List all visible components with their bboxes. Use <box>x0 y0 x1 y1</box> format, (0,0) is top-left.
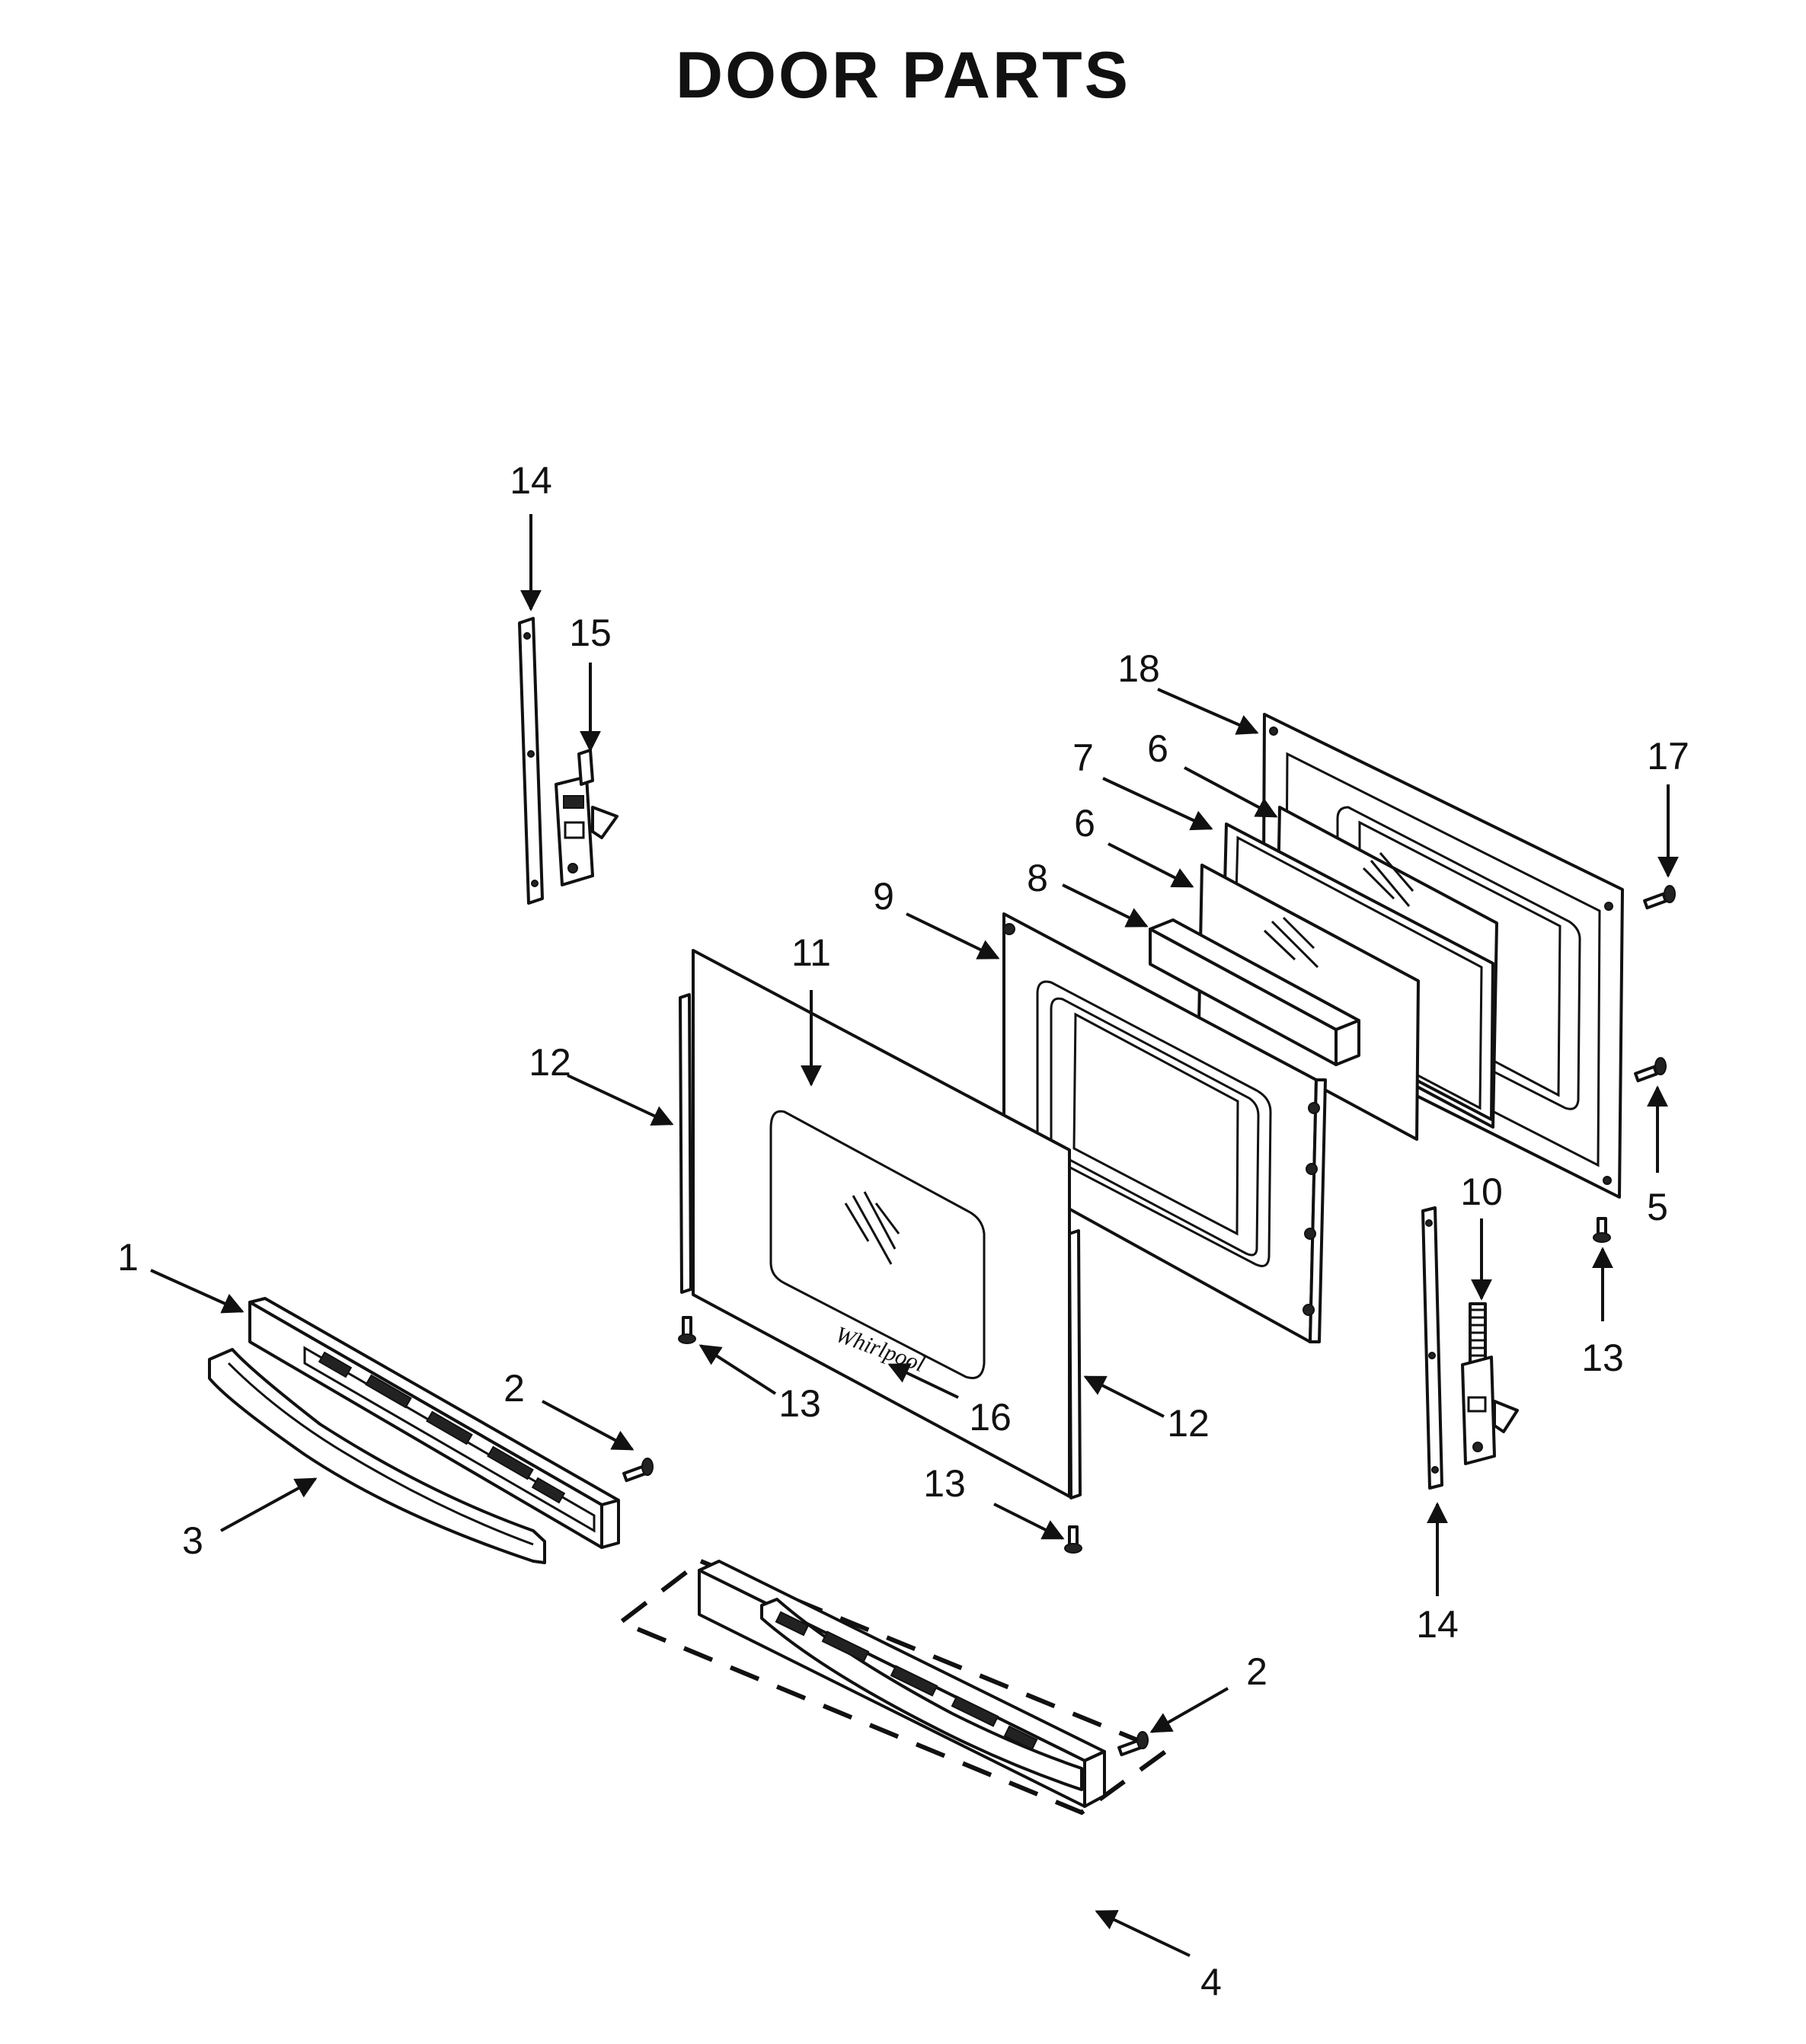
part-15-door-hinge-left <box>555 749 619 886</box>
callout-12-right: 12 <box>1167 1402 1210 1445</box>
callout-13-center: 13 <box>923 1462 966 1505</box>
callout-2-bottom: 2 <box>1246 1650 1267 1693</box>
callout-5: 5 <box>1647 1186 1668 1228</box>
callout-9: 9 <box>873 875 894 918</box>
part-2-screw-lower <box>1117 1731 1149 1757</box>
leader-arrow-4 <box>1095 1910 1191 1957</box>
leader-arrow-16 <box>887 1363 959 1399</box>
diagram-title: DOOR PARTS <box>676 39 1130 112</box>
part-13-screw-right <box>1593 1217 1611 1243</box>
callout-2-top: 2 <box>503 1367 525 1410</box>
part-5-screw <box>1634 1057 1667 1083</box>
callout-18: 18 <box>1117 647 1160 690</box>
part-3-door-handle <box>208 1348 546 1564</box>
part-11-outer-door-glass: Whirlpool <box>692 949 1071 1498</box>
callout-11: 11 <box>791 931 831 974</box>
leader-arrow-7 <box>1102 777 1213 831</box>
part-13-screw-left <box>678 1316 696 1344</box>
leader-arrow-13-left <box>698 1344 777 1395</box>
leader-arrow-12-right <box>1083 1375 1165 1418</box>
part-14-hinge-channel-right <box>1421 1206 1443 1490</box>
callout-3: 3 <box>182 1519 203 1562</box>
part-9-door-frame <box>1002 912 1327 1343</box>
part-17-screw <box>1643 885 1676 910</box>
callout-1: 1 <box>117 1236 139 1279</box>
leader-arrow-2-top <box>542 1400 634 1451</box>
leader-arrow-8 <box>1062 883 1149 928</box>
leader-arrow-6a <box>1184 766 1278 818</box>
leader-arrow-2-bottom <box>1149 1687 1229 1733</box>
callout-6-front: 6 <box>1074 802 1095 845</box>
callout-13-left: 13 <box>778 1382 821 1425</box>
part-14-hinge-channel-left <box>518 617 544 905</box>
callout-13-right: 13 <box>1581 1337 1624 1379</box>
leader-arrow-13-center <box>993 1503 1065 1540</box>
leader-arrows <box>150 514 1679 1957</box>
callout-17: 17 <box>1647 735 1689 778</box>
callout-14-top: 14 <box>510 459 552 502</box>
callout-14-bottom: 14 <box>1416 1603 1459 1646</box>
leader-arrow-9 <box>906 912 1000 960</box>
callout-10: 10 <box>1460 1171 1503 1213</box>
part-10-door-hinge-right <box>1461 1302 1519 1465</box>
callout-labels: 14 15 18 7 6 17 6 8 9 11 12 10 5 13 1 2 … <box>117 459 1689 2004</box>
callout-6-rear: 6 <box>1147 727 1168 770</box>
leader-arrow-12-left <box>567 1074 674 1126</box>
part-4-handle-assembly <box>616 1558 1171 1816</box>
part-13-screw-center <box>1064 1525 1082 1554</box>
callout-4: 4 <box>1200 1961 1222 2004</box>
callout-16: 16 <box>969 1396 1012 1439</box>
callout-7: 7 <box>1072 736 1094 779</box>
leader-arrow-18 <box>1157 688 1259 735</box>
callout-15: 15 <box>569 612 612 654</box>
part-2-screw-upper <box>622 1458 654 1483</box>
leader-arrow-3 <box>220 1477 318 1532</box>
leader-arrow-1 <box>150 1269 245 1314</box>
part-12-side-trim-right <box>1068 1229 1082 1499</box>
part-8-door-insulation <box>1149 918 1360 1066</box>
part-1-door-trim-upper <box>248 1297 620 1549</box>
callout-12-left: 12 <box>529 1041 571 1084</box>
part-12-side-trim-left <box>679 993 692 1294</box>
callout-8: 8 <box>1027 857 1048 899</box>
leader-arrow-6b <box>1108 842 1194 888</box>
